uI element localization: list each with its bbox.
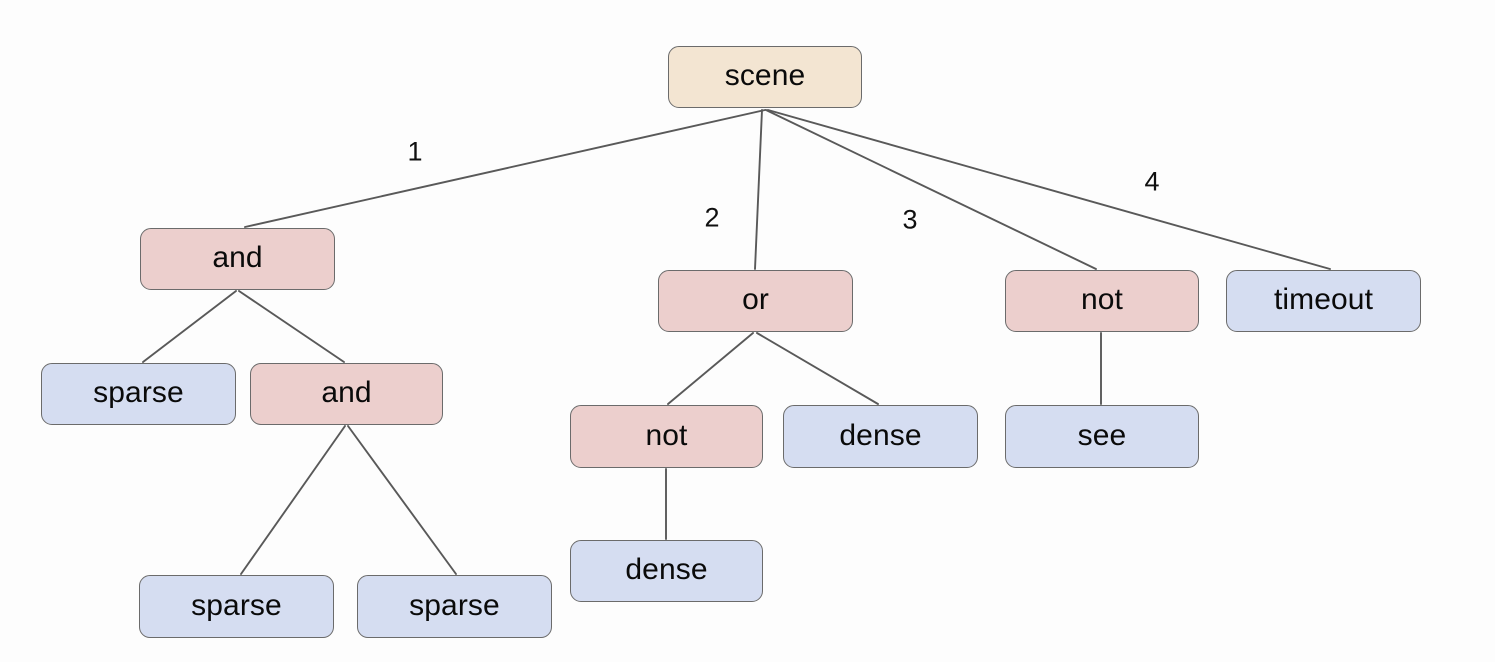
node-dense2[interactable]: dense bbox=[570, 540, 763, 602]
node-timeout1[interactable]: timeout bbox=[1226, 270, 1421, 332]
edge-or1-to-dense1 bbox=[756, 332, 879, 405]
edge-and2-to-sparse3 bbox=[347, 425, 457, 575]
node-and1[interactable]: and bbox=[140, 228, 335, 290]
node-label-not1: not bbox=[1080, 283, 1123, 316]
node-scene[interactable]: scene bbox=[668, 46, 862, 108]
edge-label-2: 2 bbox=[704, 202, 720, 233]
node-and2[interactable]: and bbox=[250, 363, 443, 425]
node-label-sparse3: sparse bbox=[409, 588, 500, 622]
node-sparse2[interactable]: sparse bbox=[139, 575, 334, 638]
edge-or1-to-not2 bbox=[667, 332, 754, 405]
node-label-see1: see bbox=[1077, 418, 1127, 452]
edge-scene-to-and1 bbox=[244, 109, 766, 228]
edge-scene-to-timeout1 bbox=[767, 109, 1331, 270]
edge-scene-to-not1 bbox=[765, 109, 1097, 270]
node-label-not2: not bbox=[645, 418, 688, 452]
node-label-sparse2: sparse bbox=[191, 588, 282, 622]
node-sparse3[interactable]: sparse bbox=[357, 575, 552, 638]
edge-label-4: 4 bbox=[1144, 166, 1160, 197]
node-sparse1[interactable]: sparse bbox=[41, 363, 236, 425]
node-label-timeout1: timeout bbox=[1273, 283, 1374, 316]
edge-and1-to-and2 bbox=[238, 290, 345, 363]
node-label-sparse1: sparse bbox=[93, 376, 184, 409]
node-label-dense1: dense bbox=[839, 418, 922, 452]
edge-and2-to-sparse2 bbox=[240, 425, 346, 575]
node-see1[interactable]: see bbox=[1005, 405, 1199, 468]
edge-label-3: 3 bbox=[902, 204, 918, 235]
node-label-or1: or bbox=[742, 283, 769, 316]
edge-and1-to-sparse1 bbox=[142, 290, 237, 363]
node-not2[interactable]: not bbox=[570, 405, 763, 468]
node-or1[interactable]: or bbox=[658, 270, 853, 332]
node-not1[interactable]: not bbox=[1005, 270, 1199, 332]
node-label-and1: and bbox=[212, 241, 263, 274]
node-label-scene: scene bbox=[724, 59, 806, 92]
node-label-dense2: dense bbox=[625, 553, 708, 586]
edge-label-1: 1 bbox=[407, 136, 423, 167]
edge-scene-to-or1 bbox=[754, 109, 763, 270]
node-label-and2: and bbox=[321, 376, 372, 409]
node-dense1[interactable]: dense bbox=[783, 405, 978, 468]
